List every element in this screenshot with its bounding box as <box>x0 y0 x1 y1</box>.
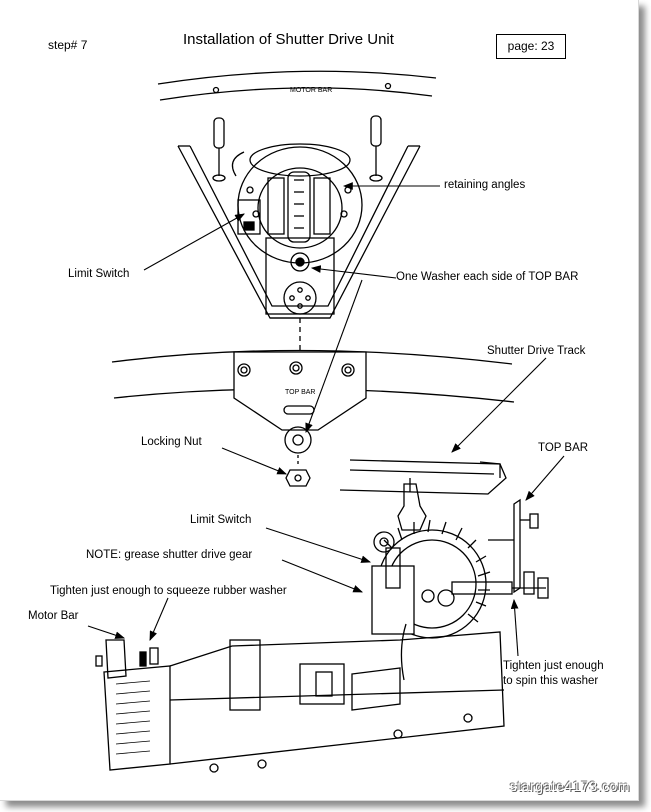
page-title: Installation of Shutter Drive Unit <box>183 31 394 48</box>
motor-bar-assembly <box>95 623 505 773</box>
label-tighten-squeeze: Tighten just enough to squeeze rubber wa… <box>50 585 287 597</box>
motor-housing <box>231 143 363 264</box>
site-watermark: stargate4173.com <box>509 778 630 794</box>
motor-bar-arc: MOTOR BAR <box>157 70 437 101</box>
label-top-bar: TOP BAR <box>538 442 589 454</box>
mounting-posts <box>212 115 383 182</box>
top-bar-bracket <box>488 498 539 594</box>
callout-lines <box>87 182 565 657</box>
label-tighten-spin-1: Tighten just enough <box>503 660 604 672</box>
label-locking-nut: Locking Nut <box>141 436 202 448</box>
label-washer-each-side: One Washer each side of TOP BAR <box>396 271 579 283</box>
motor-bar-caption: MOTOR BAR <box>290 87 332 94</box>
assembly-diagram: MOTOR BAR <box>87 70 565 773</box>
label-tighten-spin-2: to spin this washer <box>503 675 599 687</box>
mount-plate <box>265 237 335 350</box>
label-limit-switch-top: Limit Switch <box>68 268 130 280</box>
instruction-page: MOTOR BAR <box>0 0 639 801</box>
step-number: step# 7 <box>48 38 88 52</box>
shutter-drive-track <box>339 459 507 495</box>
top-bar-arc: TOP BAR <box>111 349 515 431</box>
top-bar-caption: TOP BAR <box>285 389 315 396</box>
label-grease-note: NOTE: grease shutter drive gear <box>86 549 253 561</box>
label-limit-switch-bottom: Limit Switch <box>190 514 252 526</box>
label-shutter-drive-track: Shutter Drive Track <box>487 345 586 357</box>
washer-and-nut <box>284 426 312 487</box>
label-motor-bar: Motor Bar <box>28 610 79 622</box>
page-number-box: page: 23 <box>496 34 566 59</box>
gear-assembly <box>371 483 549 639</box>
label-retaining-angles: retaining angles <box>444 179 526 191</box>
